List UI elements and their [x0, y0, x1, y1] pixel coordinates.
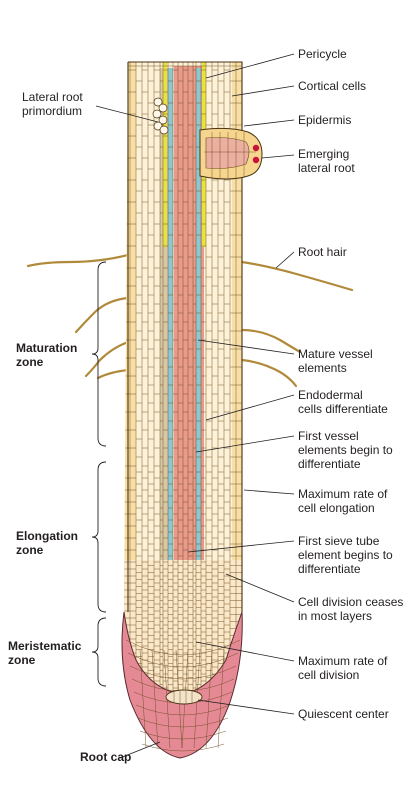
cap-cell-wall: [217, 649, 225, 749]
lateral-tip-dot: [252, 144, 260, 152]
primordium-cell: [158, 103, 168, 113]
label-pericycle: Pericycle: [298, 47, 347, 61]
cap-cell-wall: [139, 649, 147, 749]
zone-label-maturation: Maturation: [16, 341, 77, 355]
root-hair: [240, 260, 354, 292]
label-roothair: Root hair: [298, 245, 347, 259]
label-ceases: in most layers: [298, 609, 372, 623]
label-epidermis: Epidermis: [298, 113, 351, 127]
leader-firstvessel: [195, 435, 295, 453]
root-cap: [121, 611, 243, 759]
zone-label-elongation: zone: [16, 543, 44, 557]
leader-ceases: [225, 573, 295, 603]
brace-elongation: [91, 461, 107, 613]
label-sieve: First sieve tube: [298, 534, 380, 548]
pericycle-left: [163, 62, 167, 247]
root-body: [26, 61, 354, 759]
root-hair: [240, 358, 298, 388]
tan-column: [160, 68, 168, 568]
lateral-root-core: [205, 137, 250, 169]
label-ceases: Cell division ceases: [298, 595, 403, 609]
leader-epidermis: [243, 119, 295, 127]
label-emerging: lateral root: [298, 161, 355, 175]
label-maxelong: Maximum rate of: [298, 487, 388, 501]
label-maxdiv: Maximum rate of: [298, 654, 388, 668]
label-vessel: elements: [298, 361, 347, 375]
label-firstvessel: First vessel: [298, 429, 359, 443]
leader-pericycle: [205, 53, 295, 79]
root-hair: [26, 253, 130, 268]
label-sieve: differentiate: [298, 562, 361, 576]
zone-label-maturation: zone: [16, 355, 44, 369]
root-hair: [96, 368, 130, 380]
label-vessel: Mature vessel: [298, 347, 373, 361]
leader-sieve: [187, 540, 295, 553]
leader-endodermal: [205, 394, 295, 421]
label-rootcap: Root cap: [80, 750, 131, 764]
label-firstvessel: elements begin to: [298, 443, 393, 457]
lateral-tip-dot: [252, 156, 260, 164]
emerging-lateral-root: [199, 127, 263, 180]
primordium-cell: [159, 125, 169, 135]
epidermis-right: [232, 62, 242, 680]
leader-cortical: [231, 85, 295, 97]
label-maxdiv: cell division: [298, 668, 359, 682]
cap-cell-wall: [151, 649, 159, 749]
label-cortical: Cortical cells: [298, 79, 366, 93]
brace-maturation: [91, 261, 107, 447]
quiescent-center: [165, 689, 203, 705]
brace-meristematic: [91, 617, 107, 687]
vessel-right: [196, 68, 201, 608]
leader-vessel: [197, 339, 295, 355]
primordium-cell: [153, 97, 163, 107]
primordium-cell: [152, 109, 162, 119]
root-hair: [240, 328, 302, 354]
cap-cell-row: [127, 652, 239, 668]
label-firstvessel: differentiate: [298, 457, 361, 471]
zone-label-meristematic: Meristematic: [8, 639, 82, 653]
leader-quiescent: [197, 699, 295, 715]
lateral-root-primordium: [152, 97, 169, 135]
label-primordium: primordium: [22, 104, 82, 118]
cap-cell-wall: [205, 649, 213, 749]
cap-cell-row: [141, 743, 225, 752]
leader-lines: [95, 53, 295, 759]
leader-roothair: [275, 251, 295, 269]
primordium-cell: [158, 115, 168, 125]
leader-maxelong: [243, 489, 295, 495]
label-endodermal: Endodermal: [298, 388, 363, 402]
leader-rootcap: [119, 741, 161, 759]
root-hair: [84, 340, 130, 378]
leader-primordium: [95, 105, 159, 123]
root-hair: [74, 296, 130, 334]
label-quiescent: Quiescent center: [298, 707, 389, 721]
cap-cell-row: [137, 717, 229, 728]
label-sieve: element begins to: [298, 548, 393, 562]
label-maxelong: cell elongation: [298, 501, 375, 515]
leader-emerging: [261, 154, 295, 159]
leader-maxdiv: [195, 641, 295, 662]
zone-braces: [91, 261, 107, 687]
label-endodermal: cells differentiate: [298, 402, 388, 416]
zone-label-meristematic: zone: [8, 653, 36, 667]
root-cap-shape: [121, 611, 243, 759]
zone-label-elongation: Elongation: [16, 529, 78, 543]
vessel-left: [168, 68, 173, 608]
label-emerging: Emerging: [298, 147, 349, 161]
label-primordium: Lateral root: [22, 90, 83, 104]
cap-cell-row: [125, 639, 241, 656]
